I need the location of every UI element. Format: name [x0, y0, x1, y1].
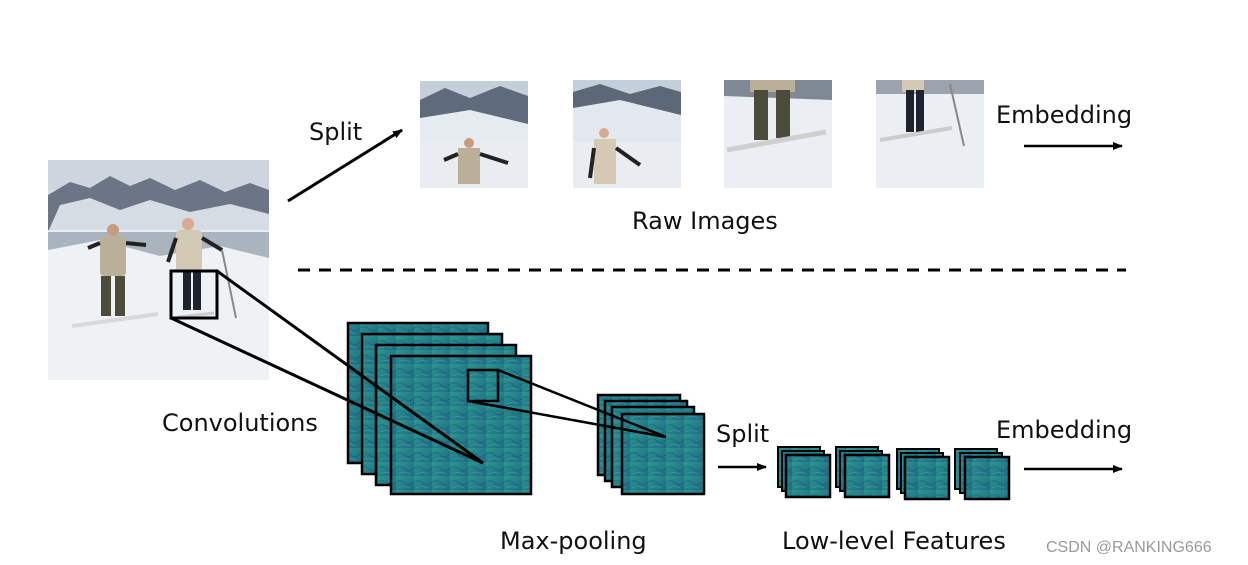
low-level-feature-patch-2 — [836, 447, 889, 497]
raw-image-patch-3 — [724, 80, 832, 188]
embedding-top-label: Embedding — [996, 101, 1132, 129]
raw-image-patch-1 — [420, 81, 528, 188]
raw-images-label: Raw Images — [632, 207, 778, 235]
low-level-feature-patch-1 — [778, 447, 830, 497]
raw-image-patch-4 — [876, 80, 984, 188]
low-level-feature-patch-3 — [897, 449, 949, 499]
embedding-bottom-label: Embedding — [996, 416, 1132, 444]
watermark: CSDN @RANKING666 — [1046, 539, 1212, 557]
low-level-features-label: Low-level Features — [782, 527, 1006, 555]
convolutions-label: Convolutions — [162, 409, 318, 437]
split-bottom-label: Split — [716, 420, 769, 448]
max-pooling-label: Max-pooling — [500, 527, 647, 555]
raw-image-patch-2 — [573, 80, 681, 188]
low-level-feature-patch-4 — [955, 449, 1009, 499]
split-top-label: Split — [309, 118, 362, 146]
max-pooling-feature-maps — [598, 395, 704, 494]
